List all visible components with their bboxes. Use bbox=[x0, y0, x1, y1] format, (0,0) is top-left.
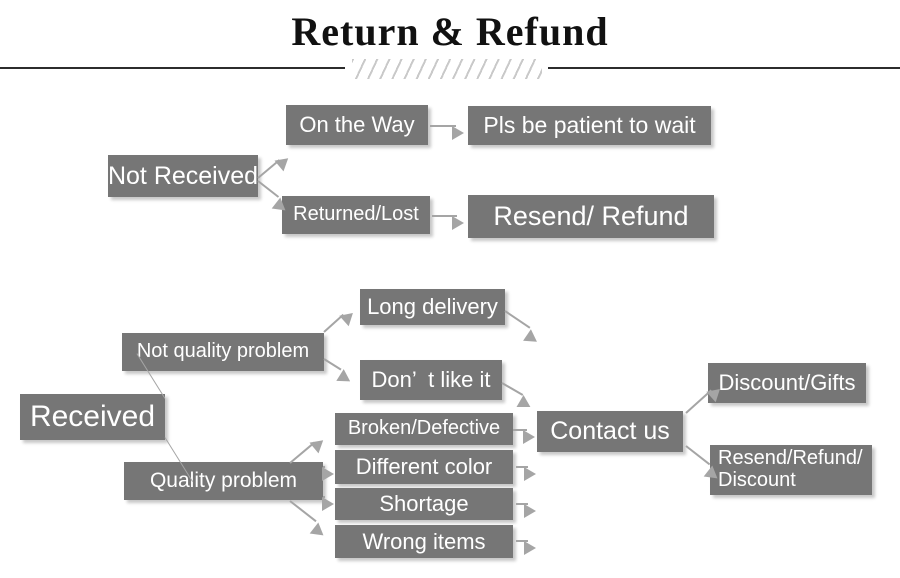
arrowhead-contact-us-from-broken-defective bbox=[523, 430, 535, 444]
node-resend-refund-discount[interactable]: Resend/Refund/ Discount bbox=[710, 445, 872, 495]
connector-broken-defective-to-contact-us bbox=[513, 429, 527, 431]
node-contact-us[interactable]: Contact us bbox=[537, 411, 683, 452]
connector-long-delivery-to-contact-us bbox=[504, 310, 531, 329]
node-wrong-items[interactable]: Wrong items bbox=[335, 525, 513, 558]
divider-rule-left bbox=[0, 67, 345, 69]
arrowhead-on-the-way bbox=[274, 152, 293, 172]
connector-contact-us-to-resend-refund-discount bbox=[685, 445, 711, 466]
connector-not-quality-to-dont-like-it bbox=[323, 358, 342, 371]
connector-on-the-way-to-pls-be-patient bbox=[430, 125, 456, 127]
node-quality-problem[interactable]: Quality problem bbox=[124, 462, 323, 500]
node-pls-be-patient-to-wait[interactable]: Pls be patient to wait bbox=[468, 106, 711, 145]
node-resend-refund[interactable]: Resend/ Refund bbox=[468, 195, 714, 238]
node-received[interactable]: Received bbox=[20, 394, 165, 440]
arrowhead-contact-us-from-wrong-items bbox=[524, 541, 536, 555]
arrowhead-shortage bbox=[322, 497, 334, 511]
arrowhead-contact-us-from-shortage bbox=[524, 504, 536, 518]
connector-not-received-to-returned-lost bbox=[257, 180, 280, 198]
node-not-received[interactable]: Not Received bbox=[108, 155, 258, 197]
divider-rule-right bbox=[548, 67, 900, 69]
node-returned-lost[interactable]: Returned/Lost bbox=[282, 196, 430, 234]
node-long-delivery[interactable]: Long delivery bbox=[360, 289, 505, 325]
arrowhead-broken-defective bbox=[309, 434, 328, 454]
connector-dont-like-it-to-contact-us bbox=[501, 382, 524, 396]
page-title: Return & Refund bbox=[291, 9, 609, 54]
connector-wrong-items-to-contact-us bbox=[516, 540, 528, 542]
arrowhead-contact-us-from-long-delivery bbox=[523, 329, 541, 348]
arrowhead-pls-be-patient bbox=[452, 126, 464, 140]
connector-quality-to-wrong-items bbox=[289, 500, 317, 523]
node-dont-like-it[interactable]: Don’ t like it bbox=[360, 360, 502, 400]
node-broken-defective[interactable]: Broken/Defective bbox=[335, 413, 513, 445]
arrowhead-dont-like-it bbox=[336, 369, 354, 388]
arrowhead-wrong-items bbox=[309, 522, 328, 541]
node-different-color[interactable]: Different color bbox=[335, 450, 513, 484]
node-on-the-way[interactable]: On the Way bbox=[286, 105, 428, 145]
arrowhead-contact-us-from-dont-like-it bbox=[516, 394, 534, 414]
arrowhead-contact-us-from-different-color bbox=[524, 467, 536, 481]
divider-hatch-ornament-icon bbox=[352, 59, 542, 79]
connector-shortage-to-contact-us bbox=[516, 503, 528, 505]
connector-different-color-to-contact-us bbox=[516, 466, 528, 468]
node-not-quality-problem[interactable]: Not quality problem bbox=[122, 333, 324, 371]
node-shortage[interactable]: Shortage bbox=[335, 488, 513, 520]
connector-returned-lost-to-resend-refund bbox=[432, 215, 457, 217]
node-discount-gifts[interactable]: Discount/Gifts bbox=[708, 363, 866, 403]
arrowhead-different-color bbox=[322, 467, 334, 481]
arrowhead-long-delivery bbox=[339, 307, 358, 327]
arrowhead-resend-refund bbox=[452, 216, 464, 230]
